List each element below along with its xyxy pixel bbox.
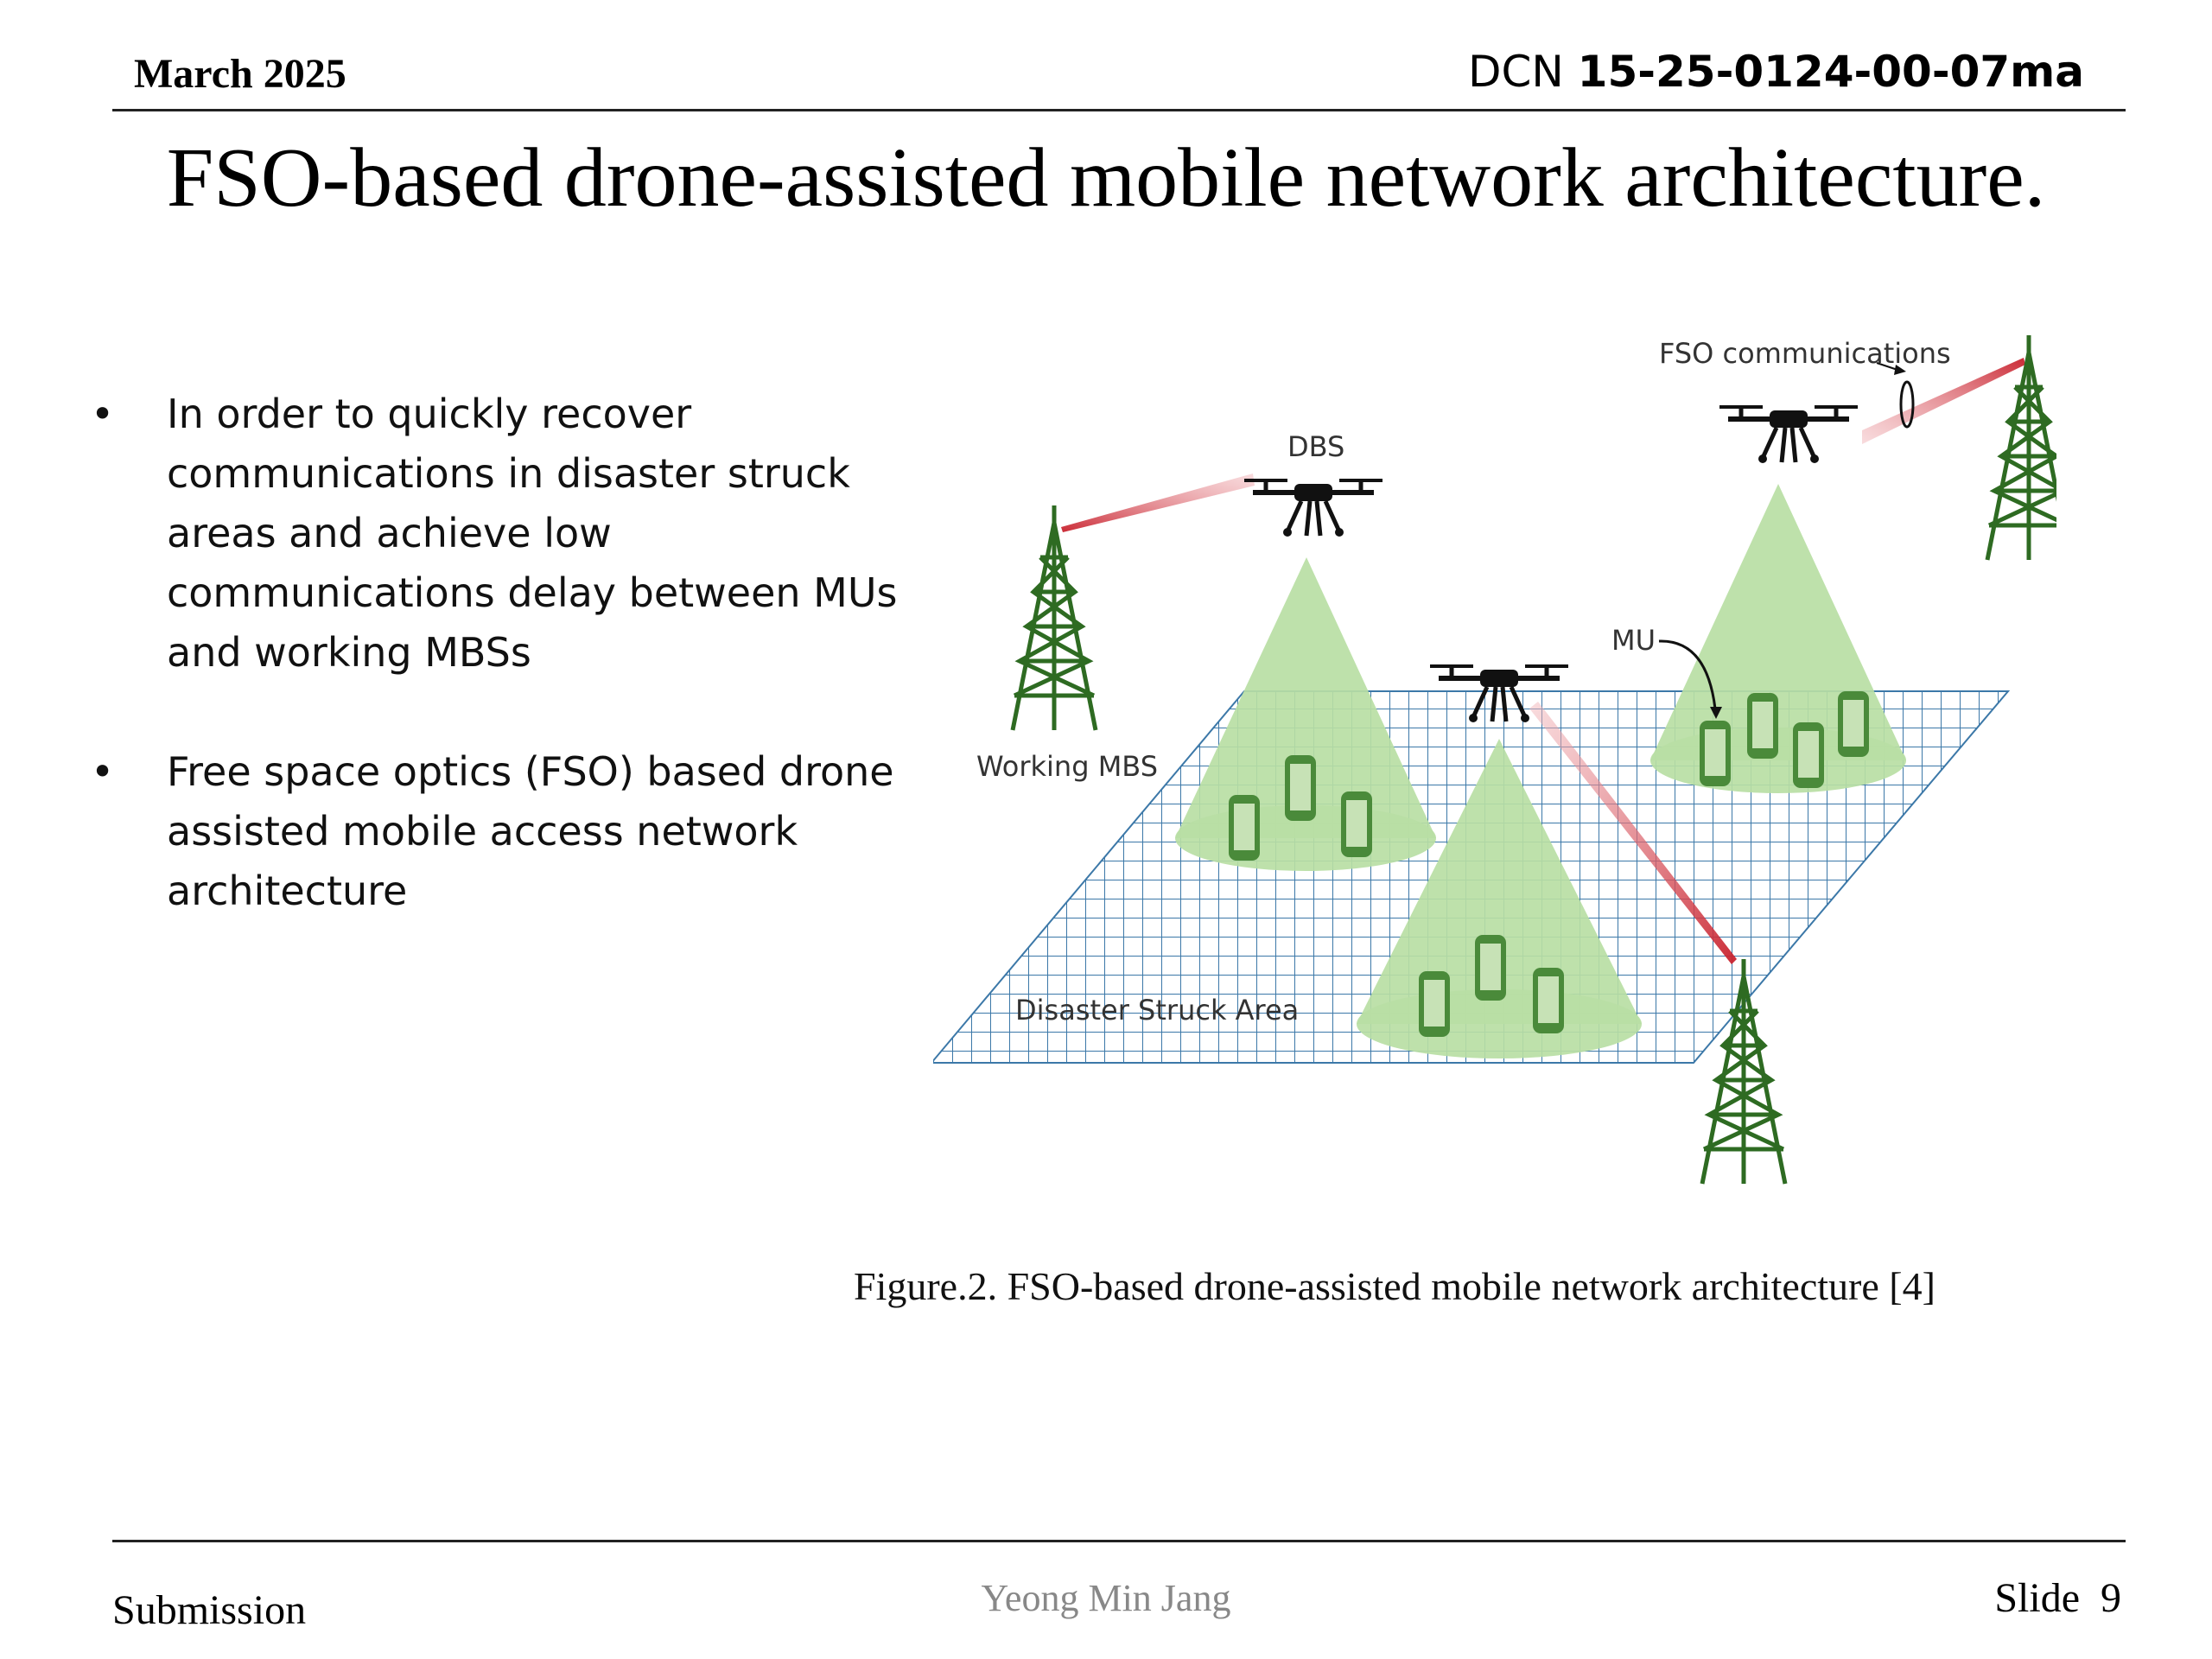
disaster-area-label: Disaster Struck Area — [1015, 994, 1299, 1027]
figure-caption: Figure.2. FSO-based drone-assisted mobil… — [854, 1264, 1936, 1308]
bullet-dot-icon: • — [91, 391, 115, 437]
mobile-user-icon — [1419, 971, 1450, 1037]
bullet-list: • In order to quickly recover communicati… — [91, 385, 938, 981]
bullet-dot-icon: • — [91, 748, 115, 795]
mobile-user-icon — [1475, 935, 1506, 1001]
mobile-user-icon — [1533, 968, 1564, 1033]
slide-number: 9 — [2101, 1575, 2121, 1621]
coverage-cone — [1357, 739, 1642, 1024]
bullet-item: • Free space optics (FSO) based drone ass… — [91, 742, 938, 921]
header-date: March 2025 — [134, 51, 346, 97]
footer-rule — [112, 1540, 2126, 1542]
mu-label: MU — [1611, 624, 1656, 657]
footer-submission: Submission — [112, 1587, 307, 1633]
bullet-item: • In order to quickly recover communicati… — [91, 385, 938, 683]
slide-label: Slide — [1994, 1575, 2080, 1621]
bullet-text: In order to quickly recover communicatio… — [167, 391, 898, 676]
fso-label: FSO communications — [1659, 337, 1951, 370]
footer-slide-number: Slide 9 — [1994, 1574, 2121, 1622]
mobile-user-icon — [1229, 795, 1260, 861]
working-mbs-label: Working MBS — [976, 750, 1158, 783]
mobile-user-icon — [1793, 722, 1824, 788]
coverage-cone — [1650, 484, 1906, 760]
mobile-user-icon — [1838, 691, 1869, 757]
header-rule — [112, 109, 2126, 111]
tower-icon — [1013, 505, 1096, 730]
fso-beam — [1061, 474, 1255, 532]
fso-beam — [1529, 702, 1737, 964]
header-dcn: DCN 15-25-0124-00-07ma — [1468, 47, 2084, 97]
mu-arrow — [1658, 639, 1717, 709]
dcn-label: DCN — [1467, 47, 1564, 97]
fso-beam — [1862, 358, 2025, 444]
bullet-text: Free space optics (FSO) based drone assi… — [167, 748, 894, 914]
tower-icon — [1987, 335, 2056, 560]
mobile-user-icon — [1700, 721, 1731, 786]
mobile-user-icon — [1341, 791, 1372, 857]
network-architecture-figure: DBS FSO communications MU Working MBS Di… — [933, 328, 2056, 1192]
dbs-label: DBS — [1287, 430, 1344, 463]
drone-icon — [1244, 480, 1382, 537]
drone-icon — [1719, 407, 1858, 463]
coverage-cone — [1175, 557, 1436, 838]
mobile-user-icon — [1285, 755, 1316, 821]
mobile-user-icon — [1747, 693, 1778, 759]
slide-title: FSO-based drone-assisted mobile network … — [166, 131, 2046, 225]
footer-author: Yeong Min Jang — [981, 1577, 1231, 1619]
dcn-number: 15-25-0124-00-07ma — [1577, 47, 2084, 97]
